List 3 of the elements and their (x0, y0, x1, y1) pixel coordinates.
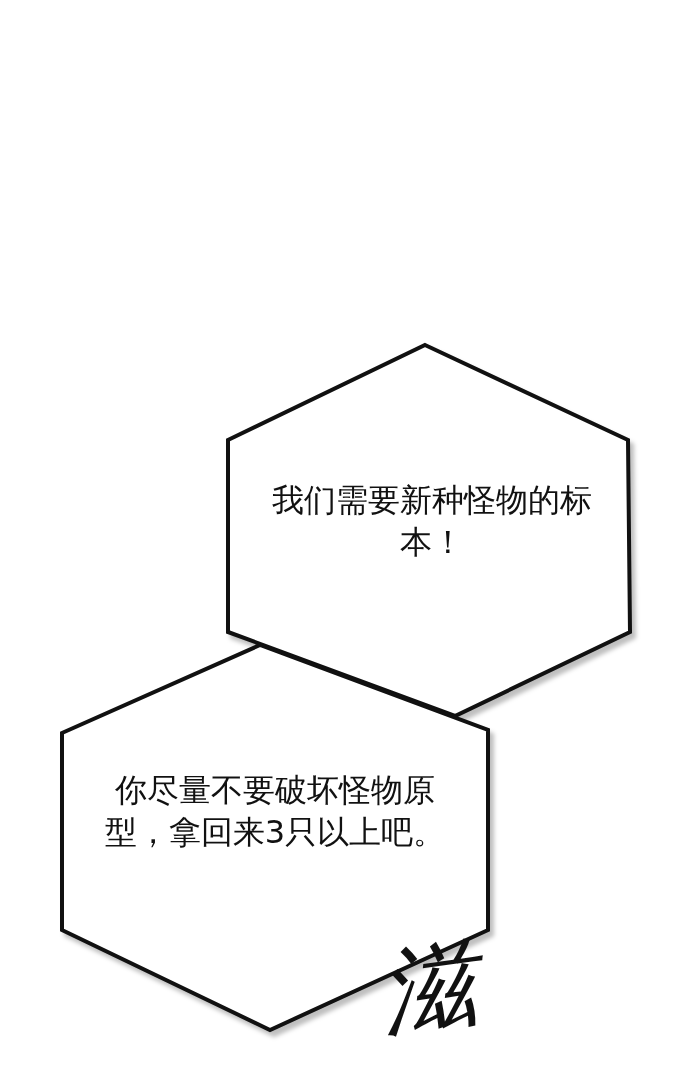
sound-effect-text: 滋 (371, 924, 485, 1053)
dialogue-text: 我们需要新种怪物的标本！ (271, 480, 593, 563)
dialogue-text: 你尽量不要破坏怪物原型，拿回来3只以上吧。 (103, 770, 447, 853)
